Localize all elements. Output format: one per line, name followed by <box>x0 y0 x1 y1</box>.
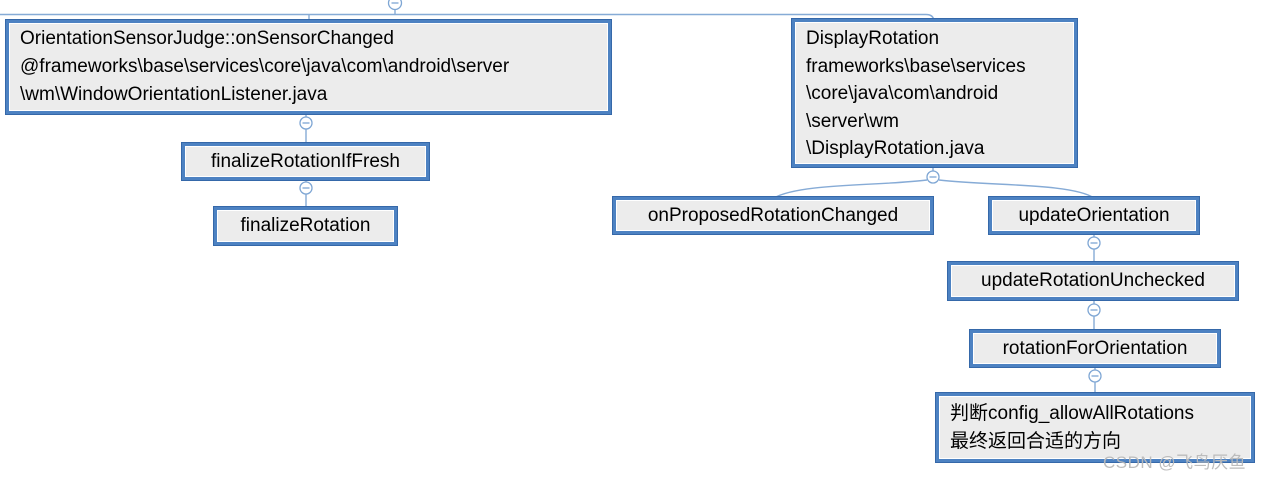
node-finalize-rotation-if-fresh[interactable]: finalizeRotationIfFresh <box>182 143 429 180</box>
node-text-line: \server\wm <box>806 110 899 132</box>
node-display-rotation[interactable]: DisplayRotation frameworks\base\services… <box>792 19 1077 167</box>
collapse-icon[interactable] <box>1087 236 1101 250</box>
collapse-icon[interactable] <box>926 170 940 184</box>
node-update-orientation[interactable]: updateOrientation <box>989 197 1199 234</box>
collapse-icon[interactable] <box>387 0 403 11</box>
node-label: finalizeRotationIfFresh <box>210 150 401 172</box>
connector-line <box>938 179 1095 199</box>
node-rotation-for-orientation[interactable]: rotationForOrientation <box>970 330 1220 367</box>
node-text-line: 最终返回合适的方向 <box>950 431 1122 452</box>
collapse-icon[interactable] <box>299 116 313 130</box>
csdn-watermark: CSDN @飞鸟厌鱼 <box>1103 453 1247 472</box>
node-text-line: frameworks\base\services <box>806 55 1026 77</box>
node-label: rotationForOrientation <box>1002 337 1188 359</box>
connector-line <box>773 179 928 199</box>
collapse-icon[interactable] <box>1087 303 1101 317</box>
node-label: updateRotationUnchecked <box>981 270 1205 291</box>
node-label: updateOrientation <box>1018 204 1170 226</box>
node-text-line: \wm\WindowOrientationListener.java <box>20 84 328 105</box>
node-text-line: DisplayRotation <box>806 28 940 49</box>
node-text-line: @frameworks\base\services\core\java\com\… <box>20 56 510 77</box>
node-on-proposed-rotation-changed[interactable]: onProposedRotationChanged <box>613 197 933 234</box>
node-label: finalizeRotation <box>240 215 371 236</box>
collapse-icon[interactable] <box>1088 369 1102 383</box>
node-text-line: \core\java\com\android <box>806 83 999 104</box>
node-label: onProposedRotationChanged <box>647 204 899 226</box>
collapse-icon[interactable] <box>299 181 313 195</box>
node-text-line: 判断config_allowAllRotations <box>950 403 1194 424</box>
node-update-rotation-unchecked[interactable]: updateRotationUnchecked <box>948 262 1238 300</box>
node-judge-config-allow-all-rotations[interactable]: 判断config_allowAllRotations 最终返回合适的方向 <box>936 393 1254 462</box>
node-text-line: \DisplayRotation.java <box>806 138 985 159</box>
node-text-line: OrientationSensorJudge::onSensorChanged <box>20 28 394 49</box>
node-orientation-sensor-judge[interactable]: OrientationSensorJudge::onSensorChanged … <box>6 20 611 114</box>
node-finalize-rotation[interactable]: finalizeRotation <box>214 207 397 245</box>
